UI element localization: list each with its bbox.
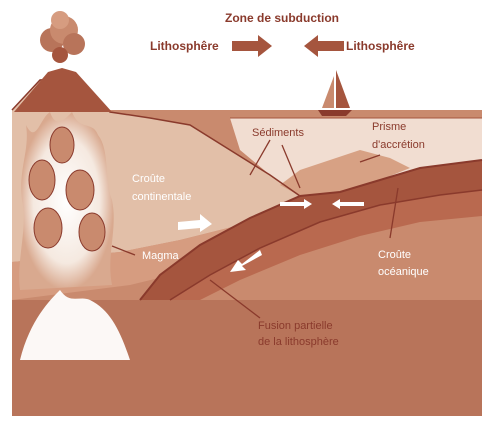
arrow-left-icon (304, 35, 344, 57)
fusion-label-2: de la lithosphère (258, 336, 339, 348)
right-plate-label: Lithosphêre (346, 39, 415, 53)
prism-label-1: Prisme (372, 121, 406, 133)
continental-crust-label-1: Croûte (132, 173, 165, 185)
volcano-cone (14, 68, 112, 112)
sediments-label: Sédiments (252, 127, 304, 139)
fusion-label-1: Fusion partielle (258, 320, 333, 332)
left-plate-label: Lithosphêre (150, 39, 219, 53)
magma-label: Magma (142, 250, 180, 262)
continental-crust-label-2: continentale (132, 191, 191, 203)
oceanic-crust-label-1: Croûte (378, 249, 411, 261)
oceanic-crust-label-2: océanique (378, 266, 429, 278)
arrow-right-icon (232, 35, 272, 57)
eruption-plume (40, 11, 85, 63)
sailboat-icon (318, 70, 352, 116)
prism-label-2: d'accrétion (372, 139, 425, 151)
diagram-title: Zone de subduction (225, 11, 339, 25)
